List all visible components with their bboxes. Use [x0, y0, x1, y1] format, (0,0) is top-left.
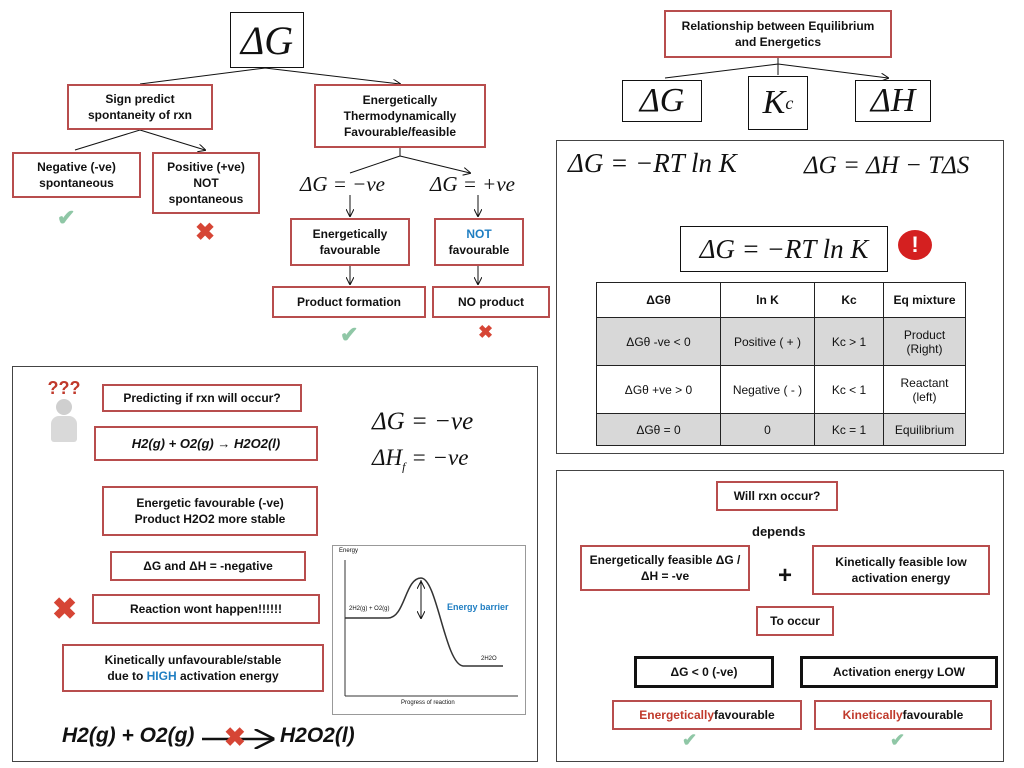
table-header: ln K — [720, 282, 815, 318]
cross-icon: ✖ — [224, 722, 246, 752]
table-cell: ΔGθ +ve > 0 — [596, 365, 721, 414]
table-cell: 0 — [720, 413, 815, 446]
check-icon: ✔ — [682, 730, 698, 750]
kinetically-word: Kinetically — [842, 707, 903, 722]
kinetic-post: activation energy — [176, 669, 279, 683]
negative-spontaneous-box: Negative (-ve) spontaneous — [12, 152, 141, 198]
relationship-title-box: Relationship between Equilibrium and Ene… — [664, 10, 892, 58]
table-header: Kc — [814, 282, 884, 318]
kinetic-pre: due to — [107, 669, 147, 683]
check-icon: ✔ — [57, 205, 76, 230]
no-product-box: NO product — [432, 286, 550, 318]
to-occur-box: To occur — [756, 606, 834, 636]
not-label: NOT — [466, 226, 492, 241]
favourable-label: favourable — [448, 243, 510, 257]
question-marks: ??? — [47, 378, 81, 398]
bottom-reaction-right: H2O2(l) — [280, 724, 355, 747]
sign-predict-box: Sign predict spontaneity of rxn — [67, 84, 213, 130]
graph-ylabel: Energy — [339, 548, 359, 554]
exclamation-icon: ! — [898, 230, 932, 260]
kc-subscript: c — [785, 92, 794, 113]
table-cell: Kc = 1 — [814, 413, 884, 446]
energy-graph: Energy Progress of reaction 2H2(g) + O2(… — [332, 545, 526, 715]
negative-value: = −ve — [405, 445, 469, 470]
favourable-word: favourable — [714, 707, 775, 722]
kinetically-favourable-final-box: Kinetically favourable — [814, 700, 992, 730]
kinetic-line-2: due to HIGH activation energy — [107, 668, 278, 684]
reaction-wont-happen-box: Reaction wont happen!!!!!! — [92, 594, 320, 624]
table-cell: ΔGθ = 0 — [596, 413, 721, 446]
cross-icon: ✖ — [478, 322, 494, 342]
delta-g-title: ΔG — [230, 12, 304, 68]
eq-rt-ln-k-boxed: ΔG = −RT ln K — [680, 226, 888, 272]
table-cell: Equilibrium — [883, 413, 966, 446]
table-cell: Negative ( - ) — [720, 365, 815, 414]
eq-delta-g-positive: ΔG = +ve — [430, 172, 515, 196]
dg-dh-negative-box: ΔG and ΔH = -negative — [110, 551, 306, 581]
energetic-line-1: Energetic favourable (-ve) — [136, 495, 284, 510]
table-cell: Positive ( + ) — [720, 317, 815, 366]
k-symbol: K — [762, 84, 786, 121]
energetically-favourable-final-box: Energetically favourable — [612, 700, 802, 730]
eq-delta-g-negative-2: ΔG = −ve — [372, 408, 474, 435]
cross-icon: ✖ — [195, 219, 216, 246]
will-rxn-occur-box: Will rxn occur? — [716, 481, 838, 511]
table-row: ΔGθ -ve < 0 Positive ( + ) Kc > 1 Produc… — [596, 317, 966, 366]
eq-gibbs: ΔG = ΔH − TΔS — [804, 152, 970, 179]
energy-graph-svg — [344, 560, 518, 697]
energetically-favourable-box: Energetically Thermodynamically Favourab… — [314, 84, 486, 148]
favourable-word: favourable — [902, 707, 964, 722]
energetically-feasible-box: Energetically feasible ΔG / ΔH = -ve — [580, 545, 750, 591]
activation-energy-low-box: Activation energy LOW — [800, 656, 998, 688]
plus-sign: + — [778, 562, 793, 589]
bottom-reaction-left: H2(g) + O2(g) — [62, 724, 195, 747]
question-person-icon: ??? — [36, 378, 92, 448]
table-header: ΔGθ — [596, 282, 721, 318]
delta-h-box: ΔH — [855, 80, 931, 122]
en-fav-label: Energetically favourable — [312, 226, 388, 257]
energetic-favourable-box: Energetic favourable (-ve) Product H2O2 … — [102, 486, 318, 536]
eq-delta-g-negative: ΔG = −ve — [300, 172, 385, 196]
graph-xlabel: Progress of reaction — [401, 700, 455, 706]
cross-icon: ✖ — [52, 593, 78, 626]
kinetically-feasible-box: Kinetically feasible low activation ener… — [812, 545, 990, 595]
eq-delta-hf-negative: ΔHf = −ve — [372, 445, 468, 475]
reaction-box: H2(g) + O2(g) → H2O2(l) — [94, 426, 318, 461]
energy-barrier-label: Energy barrier — [447, 602, 509, 612]
equilibrium-table: ΔGθ ln K Kc Eq mixture ΔGθ -ve < 0 Posit… — [596, 282, 966, 446]
check-icon: ✔ — [340, 322, 359, 347]
table-row: ΔGθ = 0 0 Kc = 1 Equilibrium — [596, 413, 966, 446]
depends-label: depends — [752, 524, 806, 539]
graph-product-label: 2H2O — [481, 656, 497, 662]
kinetic-line-1: Kinetically unfavourable/stable — [104, 652, 282, 667]
table-cell: Kc > 1 — [814, 317, 884, 366]
predicting-box: Predicting if rxn will occur? — [102, 384, 302, 412]
dg-less-than-zero-box: ΔG < 0 (-ve) — [634, 656, 774, 688]
table-header: Eq mixture — [883, 282, 966, 318]
kinetically-unfavourable-box: Kinetically unfavourable/stable due to H… — [62, 644, 324, 692]
energetically-word: Energetically — [639, 707, 714, 722]
delta-g-box: ΔG — [622, 80, 702, 122]
table-cell: Reactant (left) — [883, 365, 966, 414]
crossed-arrow — [202, 726, 280, 752]
graph-reactant-label: 2H2(g) + O2(g) — [349, 606, 390, 612]
energetic-line-2: Product H2O2 more stable — [134, 512, 286, 526]
not-favourable-box: NOT favourable — [434, 218, 524, 266]
table-header-row: ΔGθ ln K Kc Eq mixture — [596, 282, 966, 318]
table-row: ΔGθ +ve > 0 Negative ( - ) Kc < 1 Reacta… — [596, 365, 966, 414]
product-formation-box: Product formation — [272, 286, 426, 318]
table-cell: Kc < 1 — [814, 365, 884, 414]
high-label: HIGH — [146, 669, 177, 683]
f-subscript: f — [402, 459, 406, 474]
table-cell: Product (Right) — [883, 317, 966, 366]
check-icon: ✔ — [890, 730, 906, 750]
energetically-favourable-result-box: Energetically favourable — [290, 218, 410, 266]
delta-h-label: ΔH — [372, 445, 403, 470]
eq-rt-ln-k: ΔG = −RT ln K — [568, 148, 737, 178]
positive-not-spontaneous-box: Positive (+ve) NOT spontaneous — [152, 152, 260, 214]
table-cell: ΔGθ -ve < 0 — [596, 317, 721, 366]
